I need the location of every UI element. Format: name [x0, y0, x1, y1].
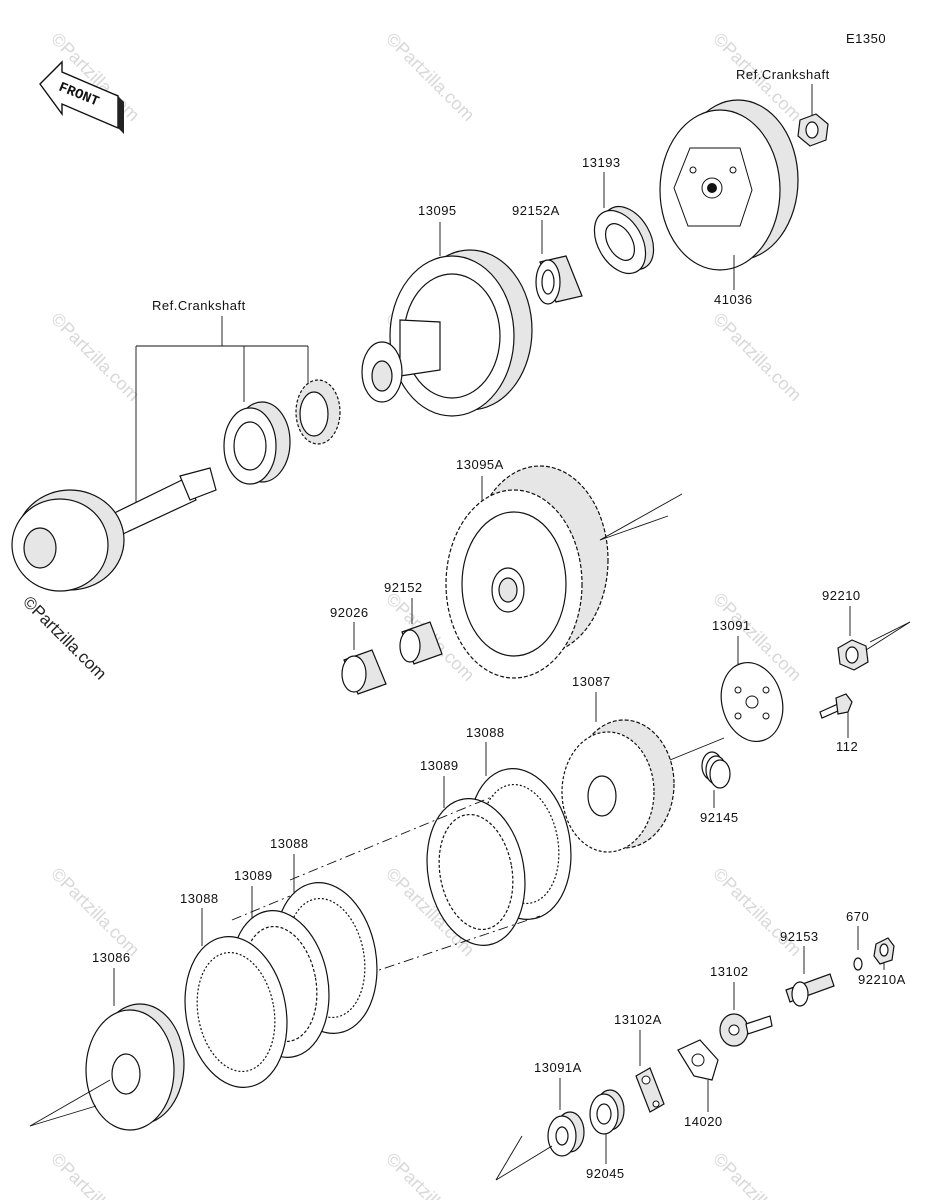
shaft-92153 [785, 973, 835, 1007]
lever-13102 [719, 1013, 773, 1047]
clutch-housing-41036 [659, 99, 799, 271]
label-92026: 92026 [330, 605, 369, 620]
bushing-92152A [535, 255, 583, 305]
label-112: 112 [836, 739, 858, 754]
label-13088-c: 13088 [180, 891, 219, 906]
label-92145: 92145 [700, 810, 739, 825]
o-ring-670 [853, 957, 863, 971]
spring-92145 [701, 751, 731, 789]
diagram-code: E1350 [846, 31, 886, 46]
label-13091A: 13091A [534, 1060, 582, 1075]
collar-92026 [341, 649, 387, 695]
bolt-112 [819, 693, 853, 719]
label-13095A: 13095A [456, 457, 504, 472]
label-13088-b: 13088 [270, 836, 309, 851]
pressure-plate-13086 [85, 1003, 185, 1131]
label-13102: 13102 [710, 964, 749, 979]
label-13089-b: 13089 [234, 868, 273, 883]
watermark: ©Partzilla.com [47, 1149, 143, 1200]
watermark: ©Partzilla.com [382, 29, 478, 125]
front-arrow-icon: FRONT [39, 60, 124, 134]
label-13089-a: 13089 [420, 758, 459, 773]
clutch-hub-13087 [561, 719, 675, 853]
one-way-clutch-13193 [593, 205, 655, 275]
label-92152A: 92152A [512, 203, 560, 218]
label-92210: 92210 [822, 588, 861, 603]
watermark: ©Partzilla.com [709, 309, 805, 405]
label-ref-crankshaft-top: Ref.Crankshaft [736, 67, 830, 82]
watermark: ©Partzilla.com [47, 864, 143, 960]
label-ref-crankshaft-left: Ref.Crankshaft [152, 298, 246, 313]
watermark: ©Partzilla.com [709, 864, 805, 960]
watermark: ©Partzilla.com [709, 1149, 805, 1200]
crankshaft [11, 467, 217, 592]
lever-13102A [635, 1067, 665, 1113]
pressure-plate-13091 [720, 661, 784, 743]
bearing-92045 [589, 1089, 625, 1135]
nut-92210 [837, 639, 869, 671]
label-13193: 13193 [582, 155, 621, 170]
steel-plate-13089-a [426, 798, 526, 946]
watermark: ©Partzilla.com [47, 309, 143, 405]
label-13088-a: 13088 [466, 725, 505, 740]
label-13102A: 13102A [614, 1012, 662, 1027]
label-92152: 92152 [384, 580, 423, 595]
bushing-92152 [399, 621, 443, 665]
label-13086: 13086 [92, 950, 131, 965]
gasket-14020 [677, 1039, 719, 1081]
label-14020: 14020 [684, 1114, 723, 1129]
label-92045: 92045 [586, 1166, 625, 1181]
seal-13091A [547, 1111, 585, 1157]
label-13091: 13091 [712, 618, 751, 633]
label-13095: 13095 [418, 203, 457, 218]
clutch-gear-13095A [445, 465, 609, 679]
watermark-dark: ©Partzilla.com [19, 592, 110, 683]
label-13087: 13087 [572, 674, 611, 689]
label-670: 670 [846, 909, 869, 924]
label-92210A: 92210A [858, 972, 906, 987]
crankshaft-nut-top [797, 113, 829, 147]
label-41036: 41036 [714, 292, 753, 307]
crank-bearing [223, 401, 291, 485]
watermark: ©Partzilla.com [382, 1149, 478, 1200]
nut-92210A [873, 937, 895, 965]
label-92153: 92153 [780, 929, 819, 944]
crank-gear [295, 379, 341, 445]
friction-plate-13088-c [184, 936, 288, 1088]
primary-drive-13095 [361, 249, 533, 417]
